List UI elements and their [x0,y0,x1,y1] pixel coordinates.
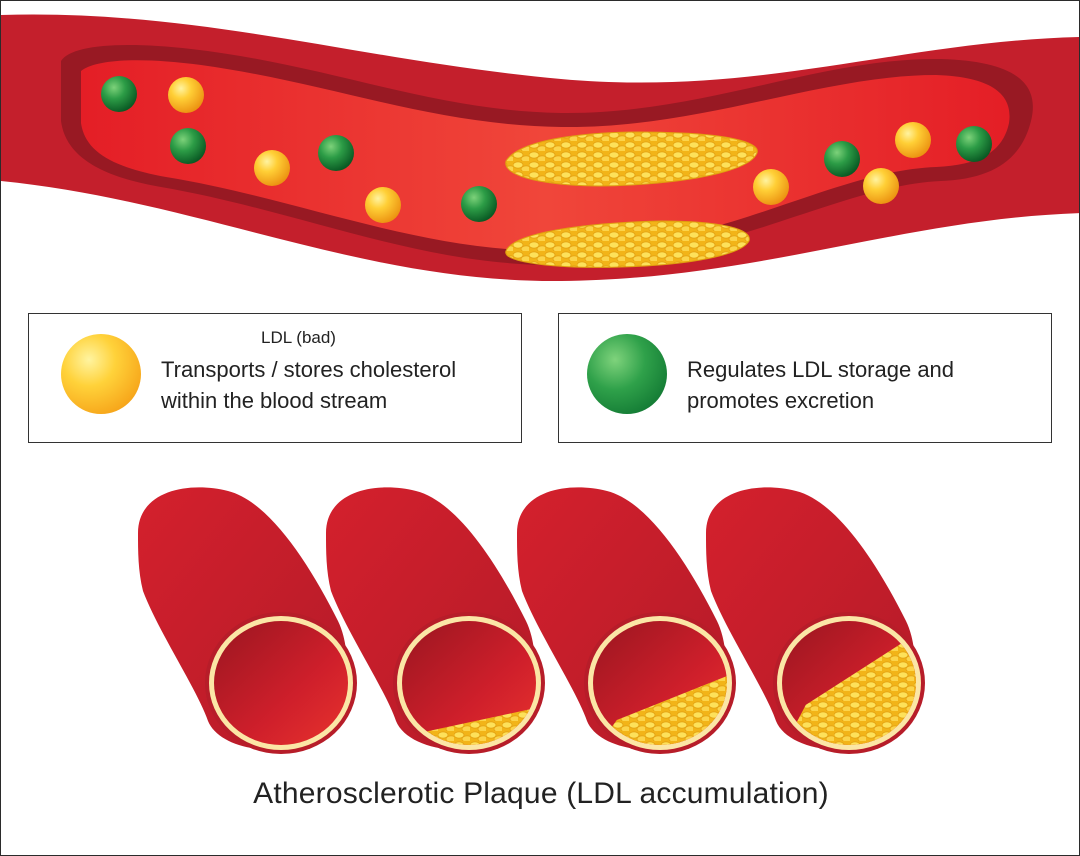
ldl-legend: LDL (bad) Transports / stores cholestero… [28,313,522,443]
ldl-particle [168,77,204,113]
ldl-particle [365,187,401,223]
artery-cross-section [1,14,1079,282]
vessel-lumen [402,621,536,745]
ldl-particle [254,150,290,186]
hdl-particle [824,141,860,177]
ldl-legend-line-1: Transports / stores cholesterol [161,357,457,382]
vessel-lumen [214,621,348,745]
ldl-particle [895,122,931,158]
hdl-legend: Regulates LDL storage and promotes excre… [558,313,1052,443]
hdl-particle [170,128,206,164]
plaque-buildup [782,624,916,745]
plaque-deposit-top [505,131,758,187]
vessel-early [326,487,545,754]
ldl-legend-heading: LDL (bad) [261,328,336,347]
ldl-particle [863,168,899,204]
ldl-particle [753,169,789,205]
plaque-deposit-bottom [505,220,750,268]
hdl-particle [101,76,137,112]
hdl-legend-line-2: promotes excretion [687,388,875,413]
vessel-advanced [706,487,925,754]
ldl-legend-description: Transports / stores cholesterol within t… [161,354,456,416]
hdl-particle-icon [587,334,667,414]
vessel-healthy [138,487,357,754]
diagram-caption: Atherosclerotic Plaque (LDL accumulation… [253,777,829,810]
hdl-particle [318,135,354,171]
plaque-progression [138,487,925,754]
hdl-particle [956,126,992,162]
ldl-legend-line-2: within the blood stream [161,388,388,413]
ldl-particle-icon [61,334,141,414]
hdl-particle [461,186,497,222]
hdl-legend-description: Regulates LDL storage and promotes excre… [687,354,954,416]
plaque-buildup [402,704,536,745]
vessel-moderate [517,487,736,754]
hdl-legend-line-1: Regulates LDL storage and [687,357,955,382]
